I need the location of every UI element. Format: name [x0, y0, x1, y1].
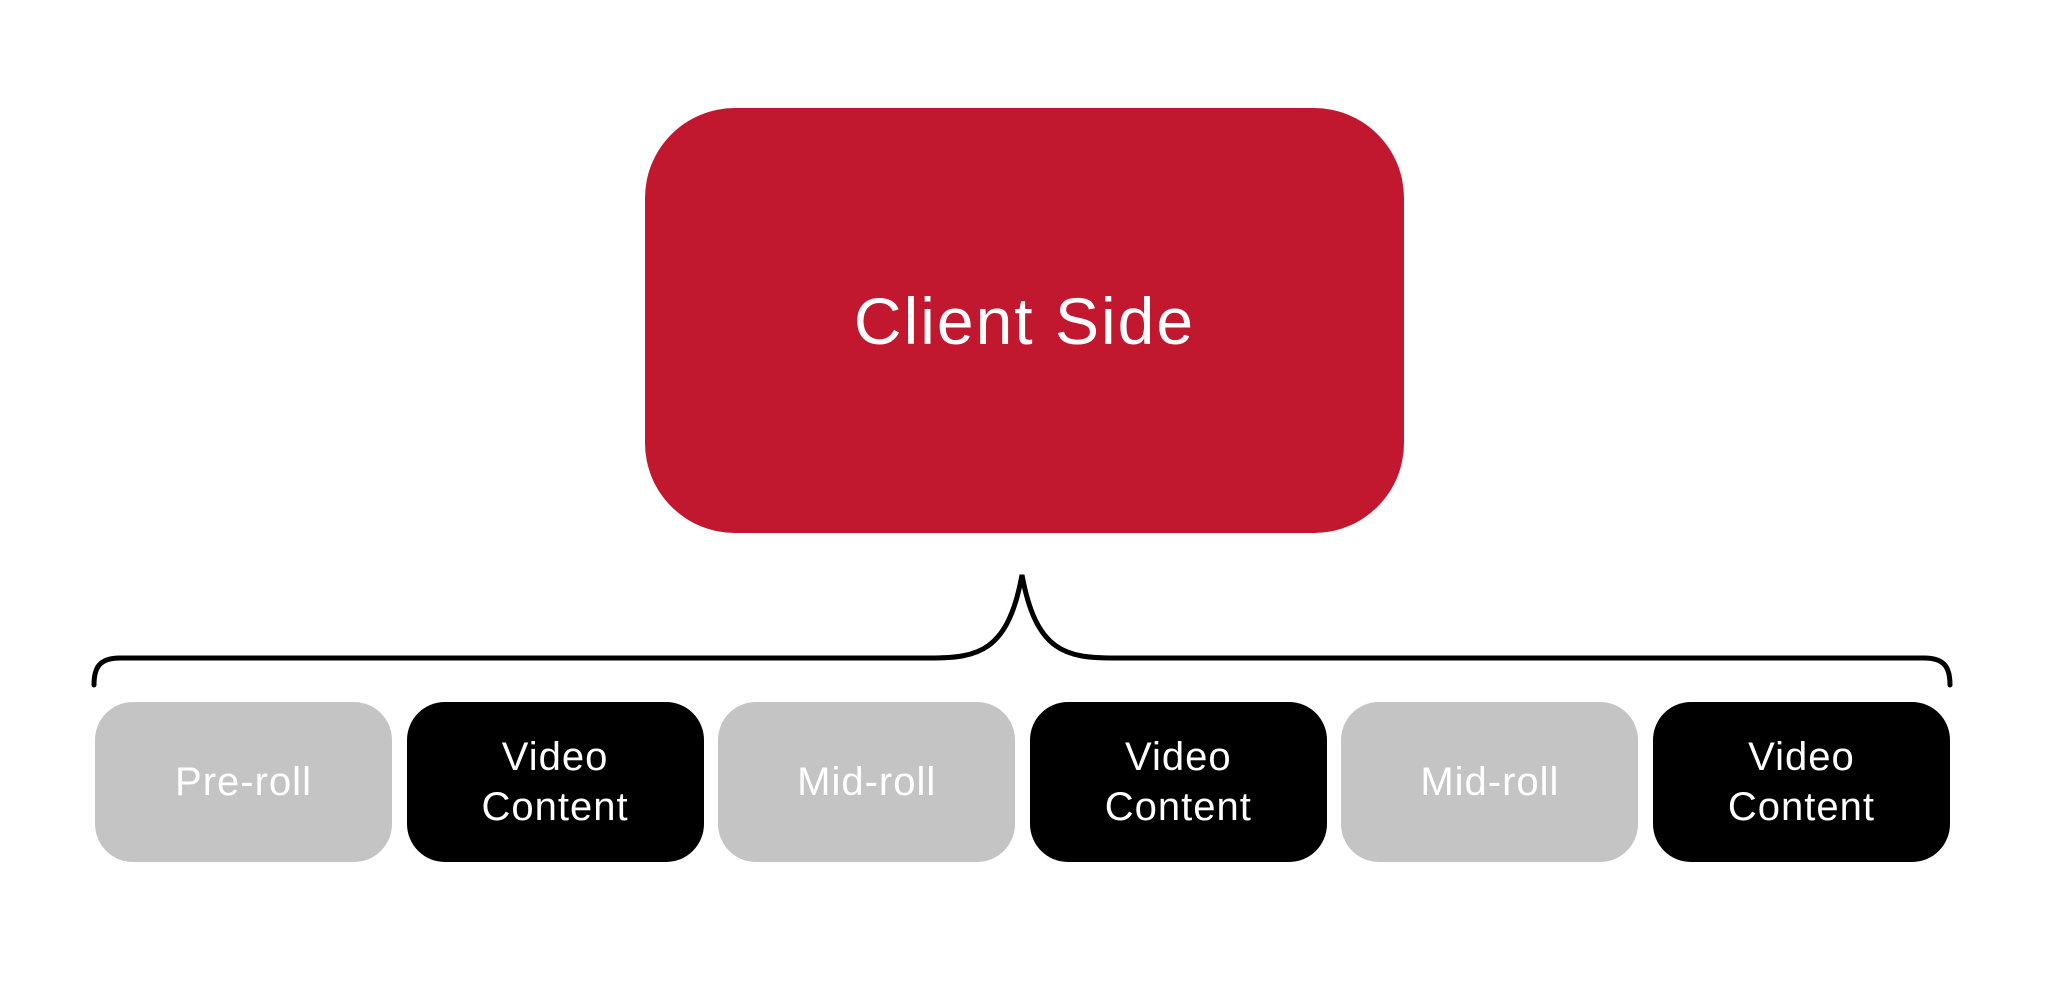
node-video-content-3: Video Content [1652, 702, 1950, 862]
client-side-node: Client Side [645, 108, 1404, 533]
node-label: Mid-roll [797, 760, 937, 804]
timeline-row: Pre-roll Video Content Mid-roll Video Co… [95, 702, 1950, 862]
node-mid-roll-1: Mid-roll [718, 702, 1016, 862]
node-video-content-2: Video Content [1029, 702, 1327, 862]
node-label: Mid-roll [1420, 760, 1560, 804]
curly-brace-path [91, 574, 1953, 688]
client-side-label: Client Side [853, 283, 1196, 358]
node-mid-roll-2: Mid-roll [1341, 702, 1639, 862]
node-label: Video Content [1727, 735, 1876, 829]
node-video-content-1: Video Content [406, 702, 704, 862]
node-pre-roll: Pre-roll [95, 702, 392, 862]
node-label: Pre-roll [175, 760, 312, 804]
node-label: Video Content [1104, 735, 1252, 829]
node-label: Video Content [481, 735, 629, 829]
